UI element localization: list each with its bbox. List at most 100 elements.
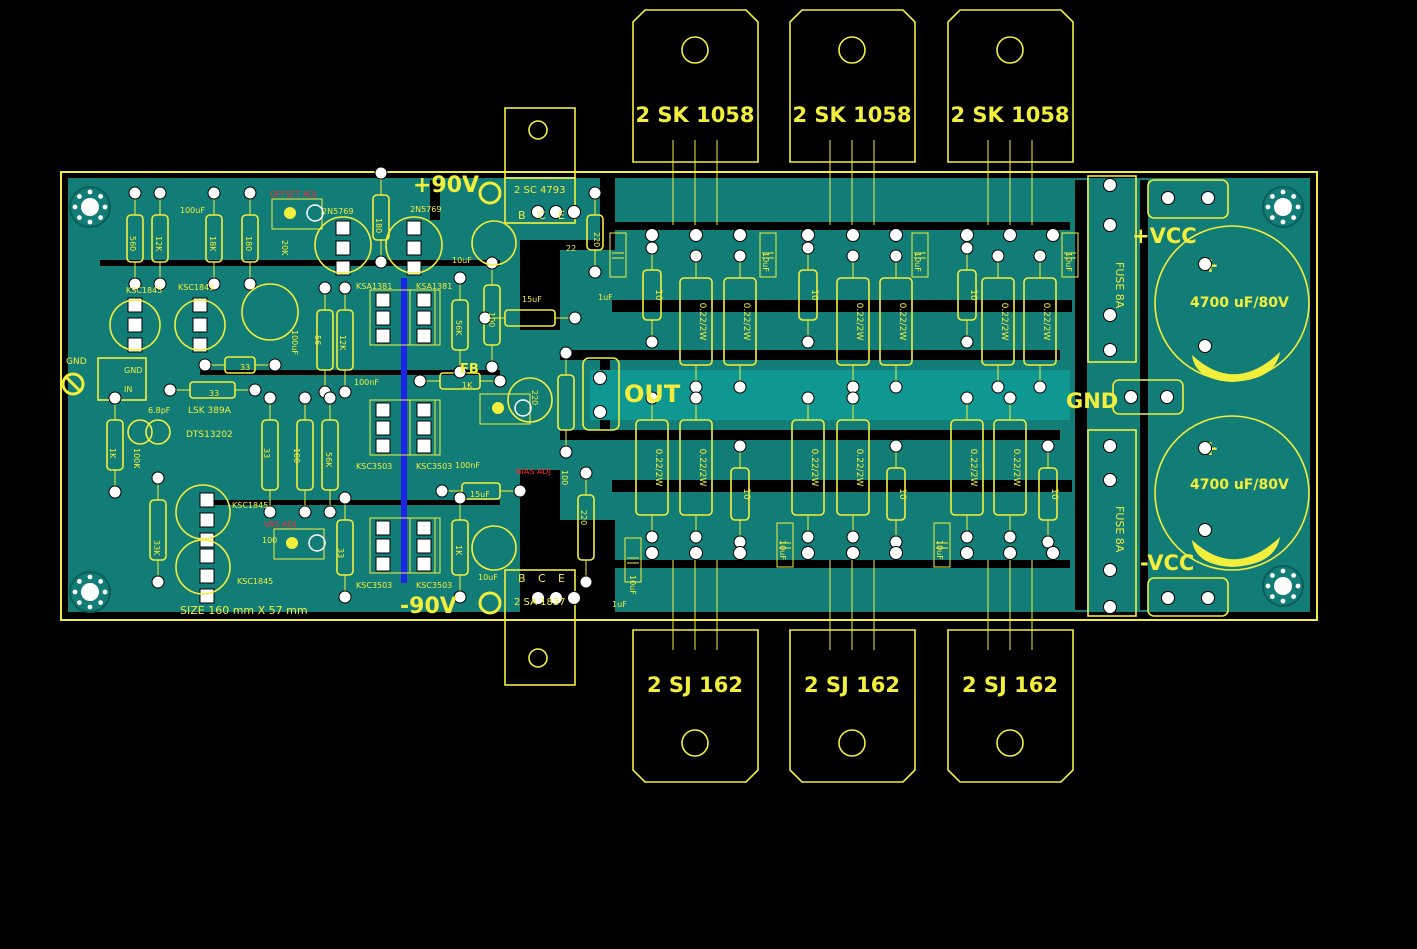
power-fet-top-3: 2 SK 1058 — [947, 9, 1074, 225]
pad — [567, 591, 581, 605]
fuse-bottom-label: FUSE 8A — [1113, 506, 1126, 553]
pad — [645, 228, 659, 242]
gate-resistor-top-3-value: 10 — [968, 289, 978, 301]
transistor-pad — [416, 328, 432, 344]
pad — [846, 228, 860, 242]
power-resistor-bottom-3-value: 0.22/2W — [809, 449, 819, 487]
r-220-label-3: 220 — [579, 510, 588, 525]
gate-resistor-top-3: 10 — [957, 252, 978, 338]
transistor-pad — [127, 337, 143, 353]
out-terminal — [582, 357, 620, 431]
pad — [549, 205, 563, 219]
transistor-pad — [416, 292, 432, 308]
gate-resistor-bottom-2-value: 10 — [897, 488, 907, 500]
pad — [1198, 441, 1212, 455]
vas-adj-label: VAS ADJ — [264, 520, 296, 529]
ksa1381-label-1: KSA1381 — [356, 282, 392, 291]
small-cap-6 — [624, 537, 642, 583]
pad — [1198, 257, 1212, 271]
pad — [1160, 390, 1174, 404]
ksc1845-label-3: KSC1845 — [232, 501, 268, 510]
transistor-pad — [375, 310, 391, 326]
small-resistor-8 — [296, 402, 314, 508]
power-resistor-top-5-value: 0.22/2W — [999, 303, 1009, 341]
label-terminal-in: IN — [124, 385, 132, 394]
r-220-label-1: 220 — [592, 232, 601, 247]
q2n5769-label-1: 2N5769 — [322, 207, 353, 216]
pad — [593, 371, 607, 385]
power-fet-top-1: 2 SK 1058 — [632, 9, 759, 225]
small-component-1 — [109, 299, 161, 351]
pad — [567, 205, 581, 219]
small-resistor-7 — [336, 292, 354, 388]
transistor-pad — [375, 402, 391, 418]
gate-resistor-bottom-1: 10 — [730, 450, 751, 538]
small-component-6 — [314, 216, 372, 274]
small-resistor-3 — [205, 197, 223, 280]
transistor-pad — [192, 317, 208, 333]
r-100-label-3: 100 — [487, 312, 496, 327]
pad — [1046, 228, 1060, 242]
power-resistor-bottom-6-value: 0.22/2W — [1011, 449, 1021, 487]
pad — [1003, 228, 1017, 242]
pad — [549, 591, 563, 605]
pad — [1046, 546, 1060, 560]
transistor-pad — [375, 420, 391, 436]
c-10uf-gate-1: 10uF — [761, 252, 770, 272]
small-component-11 — [145, 419, 171, 445]
power-resistor-bottom-5: 0.22/2W — [950, 402, 984, 533]
transistor-pad — [199, 588, 215, 604]
c-10uf-gate-6: 10uF — [628, 575, 637, 595]
input-terminal — [97, 357, 147, 401]
fuse-bottom — [1087, 429, 1137, 617]
trimmer-3 — [479, 393, 532, 425]
power-fet-bottom-3: 2 SJ 162 — [947, 560, 1074, 783]
pad — [1198, 523, 1212, 537]
power-fet-bottom-2: 2 SJ 162 — [789, 560, 916, 783]
pad — [889, 228, 903, 242]
c-100nf-label-2: 100nF — [455, 461, 480, 470]
transistor-pad — [406, 220, 422, 236]
c-15uf-label-2: 15uF — [470, 490, 490, 499]
pad — [531, 591, 545, 605]
board-size-label: SIZE 160 mm X 57 mm — [180, 604, 308, 617]
transistor-pad — [192, 297, 208, 313]
small-resistor-9 — [321, 402, 339, 508]
r-33-label-4: 33 — [336, 548, 345, 558]
gate-resistor-top-1-value: 10 — [653, 289, 663, 301]
ksc3503-label-1: KSC3503 — [356, 462, 392, 471]
mounting-hole-1 — [69, 186, 111, 228]
pad — [733, 228, 747, 242]
gate-resistor-top-2-value: 10 — [809, 289, 819, 301]
transistor-pad — [416, 438, 432, 454]
r-100-label-4: 100 — [560, 470, 569, 485]
r-180-label: 180 — [244, 236, 253, 251]
r-56k-label-2: 56K — [324, 452, 333, 468]
transistor-pad — [416, 402, 432, 418]
trimmer-1 — [271, 198, 324, 230]
power-resistor-top-1-value: 0.22/2W — [697, 303, 707, 341]
to126-outline — [409, 399, 441, 456]
c-10uf-label-2: 10uF — [478, 573, 498, 582]
label-plus-90v: +90V — [413, 173, 479, 198]
dts-label: DTS13202 — [186, 430, 233, 440]
label-out: OUT — [624, 380, 681, 408]
pad — [689, 228, 703, 242]
gnd-terminal — [1112, 379, 1184, 415]
c-100nf-label-1: 100nF — [354, 378, 379, 387]
h-resistor-1 — [174, 381, 251, 399]
fuse-top — [1087, 175, 1137, 363]
gate-resistor-top-1: 10 — [642, 252, 663, 338]
pad — [1103, 218, 1117, 232]
pad — [801, 546, 815, 560]
power-fet-bottom-1: 2 SJ 162 — [632, 560, 759, 783]
pad — [1201, 191, 1215, 205]
transistor-pad — [199, 512, 215, 528]
power-resistor-top-3-value: 0.22/2W — [854, 303, 864, 341]
power-resistor-top-3: 0.22/2W — [836, 260, 870, 383]
gate-resistor-bottom-3-value: 10 — [1049, 488, 1059, 500]
transistor-pad — [416, 520, 432, 536]
power-resistor-top-2-value: 0.22/2W — [741, 303, 751, 341]
